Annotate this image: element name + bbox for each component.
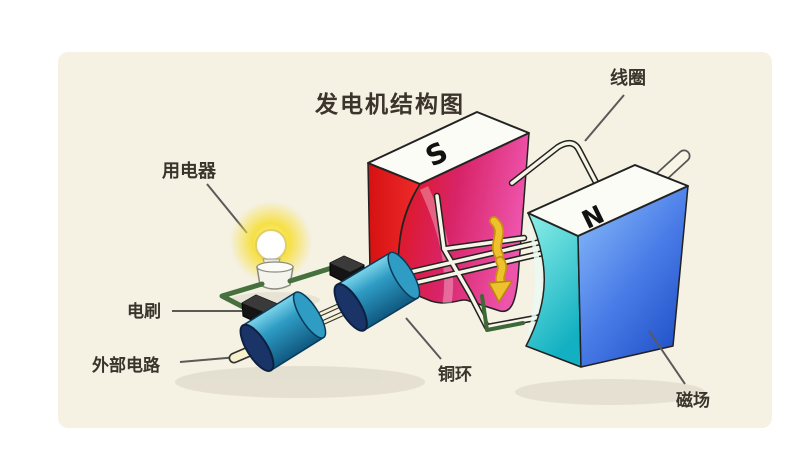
external-circuit-label: 外部电路: [92, 355, 161, 376]
magnetic-field-leader-line: [648, 330, 686, 385]
diagram-title: 发电机结构图: [314, 91, 465, 118]
coil-green-wire: [480, 294, 525, 332]
axle-wire1: [400, 238, 551, 276]
copper-ring-label: 铜环: [438, 364, 472, 385]
external-circuit-leader-line: [179, 356, 239, 363]
n-magnet-concave-highlight: [525, 221, 542, 343]
coil-bottom-wire: [442, 236, 526, 251]
axle-stub: [655, 151, 689, 183]
leader-lines: [172, 94, 625, 363]
bulb-base-top: [256, 261, 294, 273]
n-magnet: N: [525, 149, 691, 368]
rotation-arrow-icon: [488, 216, 513, 303]
n-magnet-left-face: [525, 212, 582, 368]
coil-left-wire: [435, 194, 543, 329]
copper-ring-leader-line: [405, 317, 442, 360]
n-magnet-top-face: [527, 164, 689, 237]
s-magnet-top-face: [367, 111, 530, 185]
axle-wire2: [404, 249, 554, 287]
shadows: [175, 292, 705, 405]
circuit-wire-left: [219, 281, 265, 313]
copper-ring-front: [239, 291, 327, 372]
magnetic-field-label: 磁场: [676, 390, 710, 411]
bulb-glass: [255, 229, 287, 261]
copper-ring-back: [333, 251, 421, 332]
appliance-label: 用电器: [162, 160, 217, 182]
copper-rings: [239, 251, 421, 372]
brush-label: 电刷: [127, 301, 161, 322]
light-bulb: [230, 201, 312, 290]
coil-label: 线圈: [610, 67, 646, 89]
coil-top-wire: [510, 141, 609, 230]
coil: [398, 139, 611, 332]
coil-leader-line: [584, 94, 625, 142]
